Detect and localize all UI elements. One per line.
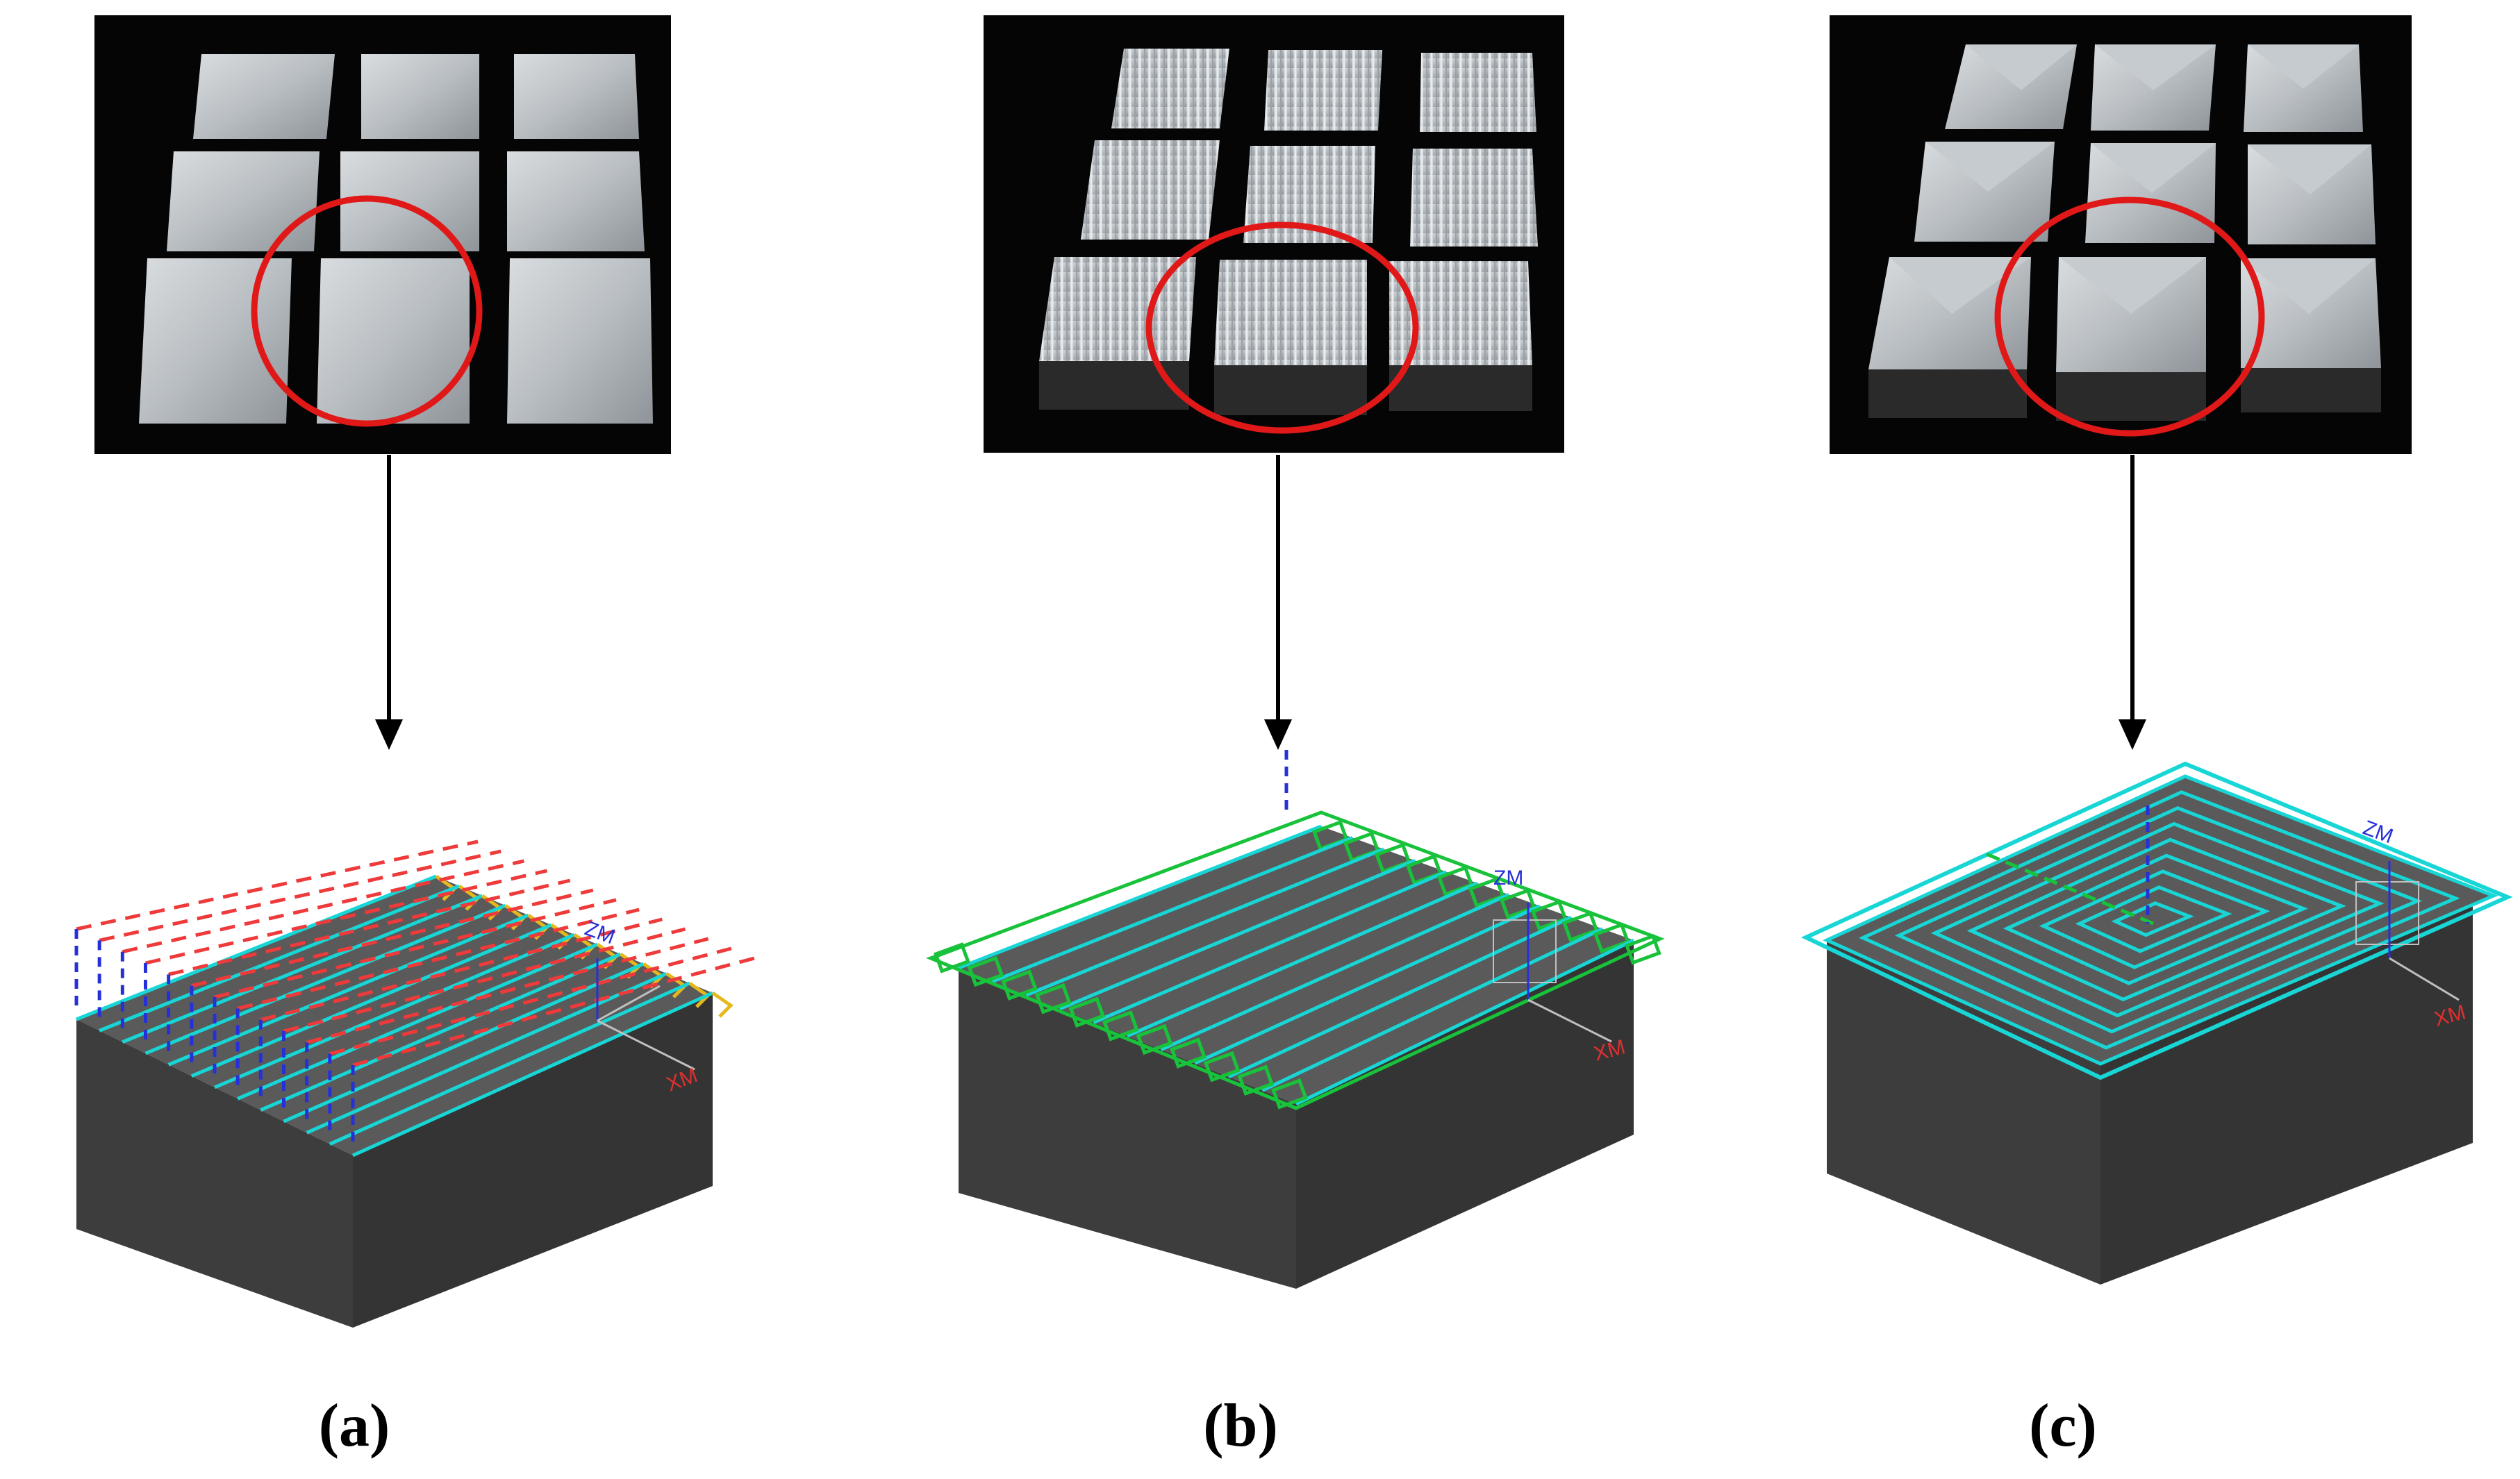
toolpath-cut-line <box>1025 847 1384 997</box>
toolpath-cut-line <box>144 903 506 1055</box>
toolpath-retract-line <box>306 937 709 1044</box>
toolpath-loop <box>1468 876 1505 908</box>
toolpath-cut-line <box>991 836 1353 983</box>
toolpath-ring <box>1930 821 2385 1018</box>
toolpath-ring <box>1822 774 2498 1066</box>
toolpath-retract-line <box>329 946 732 1056</box>
metal-blocks-a <box>139 54 653 424</box>
toolpath-retract-line <box>144 869 548 965</box>
toolpath-cut-line <box>190 923 552 1078</box>
caption-a: (a) <box>319 1392 390 1460</box>
toolpath-retract-line <box>122 859 524 954</box>
metal-blocks-c <box>1868 44 2381 421</box>
toolpath-cut-line <box>260 952 622 1112</box>
highlight-circle-b <box>1145 222 1419 434</box>
toolpath-loop <box>1436 865 1474 897</box>
toolpath-loop <box>1561 911 1599 942</box>
toolpath-ring <box>2111 901 2194 937</box>
toolpath-cut-line <box>1160 893 1510 1051</box>
toolpath-cut-line <box>122 894 483 1044</box>
toolpath-cut-line <box>1093 870 1447 1024</box>
metal-blocks-b <box>1039 49 1538 415</box>
toolpath-cut-line <box>1194 904 1541 1065</box>
toolpath-cut-line <box>958 824 1322 970</box>
toolpath-retract-line <box>99 849 501 942</box>
down-arrow-icon <box>375 455 403 750</box>
toolpath-retract-line <box>283 927 686 1033</box>
caption-c: (c) <box>2029 1392 2097 1460</box>
toolpath-3d-panel-b: ZM XM <box>926 750 1665 1289</box>
toolpath-retract-line <box>352 956 755 1067</box>
toolpath-retract-line <box>214 898 617 999</box>
toolpath-cut-line <box>351 991 714 1158</box>
toolpath-cut-line <box>1126 881 1479 1038</box>
photo-panel-b <box>984 15 1564 453</box>
toolpath-zig <box>926 750 1665 1110</box>
toolpath-retract-line <box>191 888 594 988</box>
block-side-c <box>2100 903 2473 1285</box>
toolpath-follow-periphery <box>1800 761 2513 1080</box>
photo-panel-a <box>94 15 671 454</box>
toolpath-boundary <box>926 810 1665 1110</box>
toolpath-cut-line <box>1261 927 1604 1092</box>
toolpath-outer-boundary <box>1800 761 2513 1080</box>
toolpath-3d-panel-c: ZM XM <box>1800 761 2513 1285</box>
panel-b: ZM XM (b) <box>926 15 1665 1460</box>
toolpath-retract-line <box>260 917 663 1022</box>
toolpath-retract-line <box>76 839 479 931</box>
toolpath-loop <box>1593 922 1630 954</box>
panel-c: ZM XM (c) <box>1800 15 2513 1460</box>
toolpath-cut-line <box>306 971 668 1135</box>
toolpath-engage-move <box>1986 852 2154 926</box>
block-front-c <box>1827 940 2100 1285</box>
toolpath-ring <box>2039 869 2271 969</box>
toolpath-loop <box>1499 888 1536 919</box>
highlight-circle-c <box>1994 197 2265 437</box>
photo-panel-c <box>1830 15 2412 454</box>
toolpath-cut-line <box>1059 858 1416 1011</box>
toolpath-cut-line <box>99 884 461 1033</box>
toolpath-cut-line <box>1227 915 1573 1079</box>
toolpath-zigzag <box>74 839 755 1158</box>
toolpath-cut-line <box>167 913 529 1067</box>
axis-label-zm-b: ZM <box>1493 867 1523 889</box>
toolpath-ring <box>1894 805 2423 1034</box>
toolpath-cut-line <box>214 933 575 1089</box>
highlight-circle-a <box>251 195 483 427</box>
toolpath-cut-line <box>76 874 437 1021</box>
toolpath-cut-line <box>329 981 690 1146</box>
down-arrow-icon <box>2119 455 2146 750</box>
toolpath-ring <box>1966 837 2346 1002</box>
toolpath-cut-line <box>1295 938 1635 1106</box>
toolpath-retract-line <box>237 908 640 1010</box>
block-side-a <box>353 993 713 1328</box>
block-front-a <box>76 1019 353 1328</box>
panel-a: ZM XM (a) <box>74 15 755 1460</box>
toolpath-cut-line <box>283 962 645 1123</box>
toolpath-ring <box>2075 885 2232 953</box>
toolpath-cut-line <box>237 942 599 1101</box>
block-side-b <box>1296 940 1634 1289</box>
toolpath-3d-panel-a: ZM XM <box>74 839 755 1328</box>
caption-b: (b) <box>1203 1392 1278 1460</box>
block-front-b <box>959 968 1296 1289</box>
axis-label-zm-c: ZM <box>2360 817 2396 849</box>
toolpath-engage-move <box>711 991 733 1018</box>
down-arrow-icon <box>1264 455 1292 750</box>
toolpath-ring <box>2003 853 2309 985</box>
toolpath-retract-line <box>168 878 571 976</box>
toolpath-ring <box>1858 790 2460 1050</box>
